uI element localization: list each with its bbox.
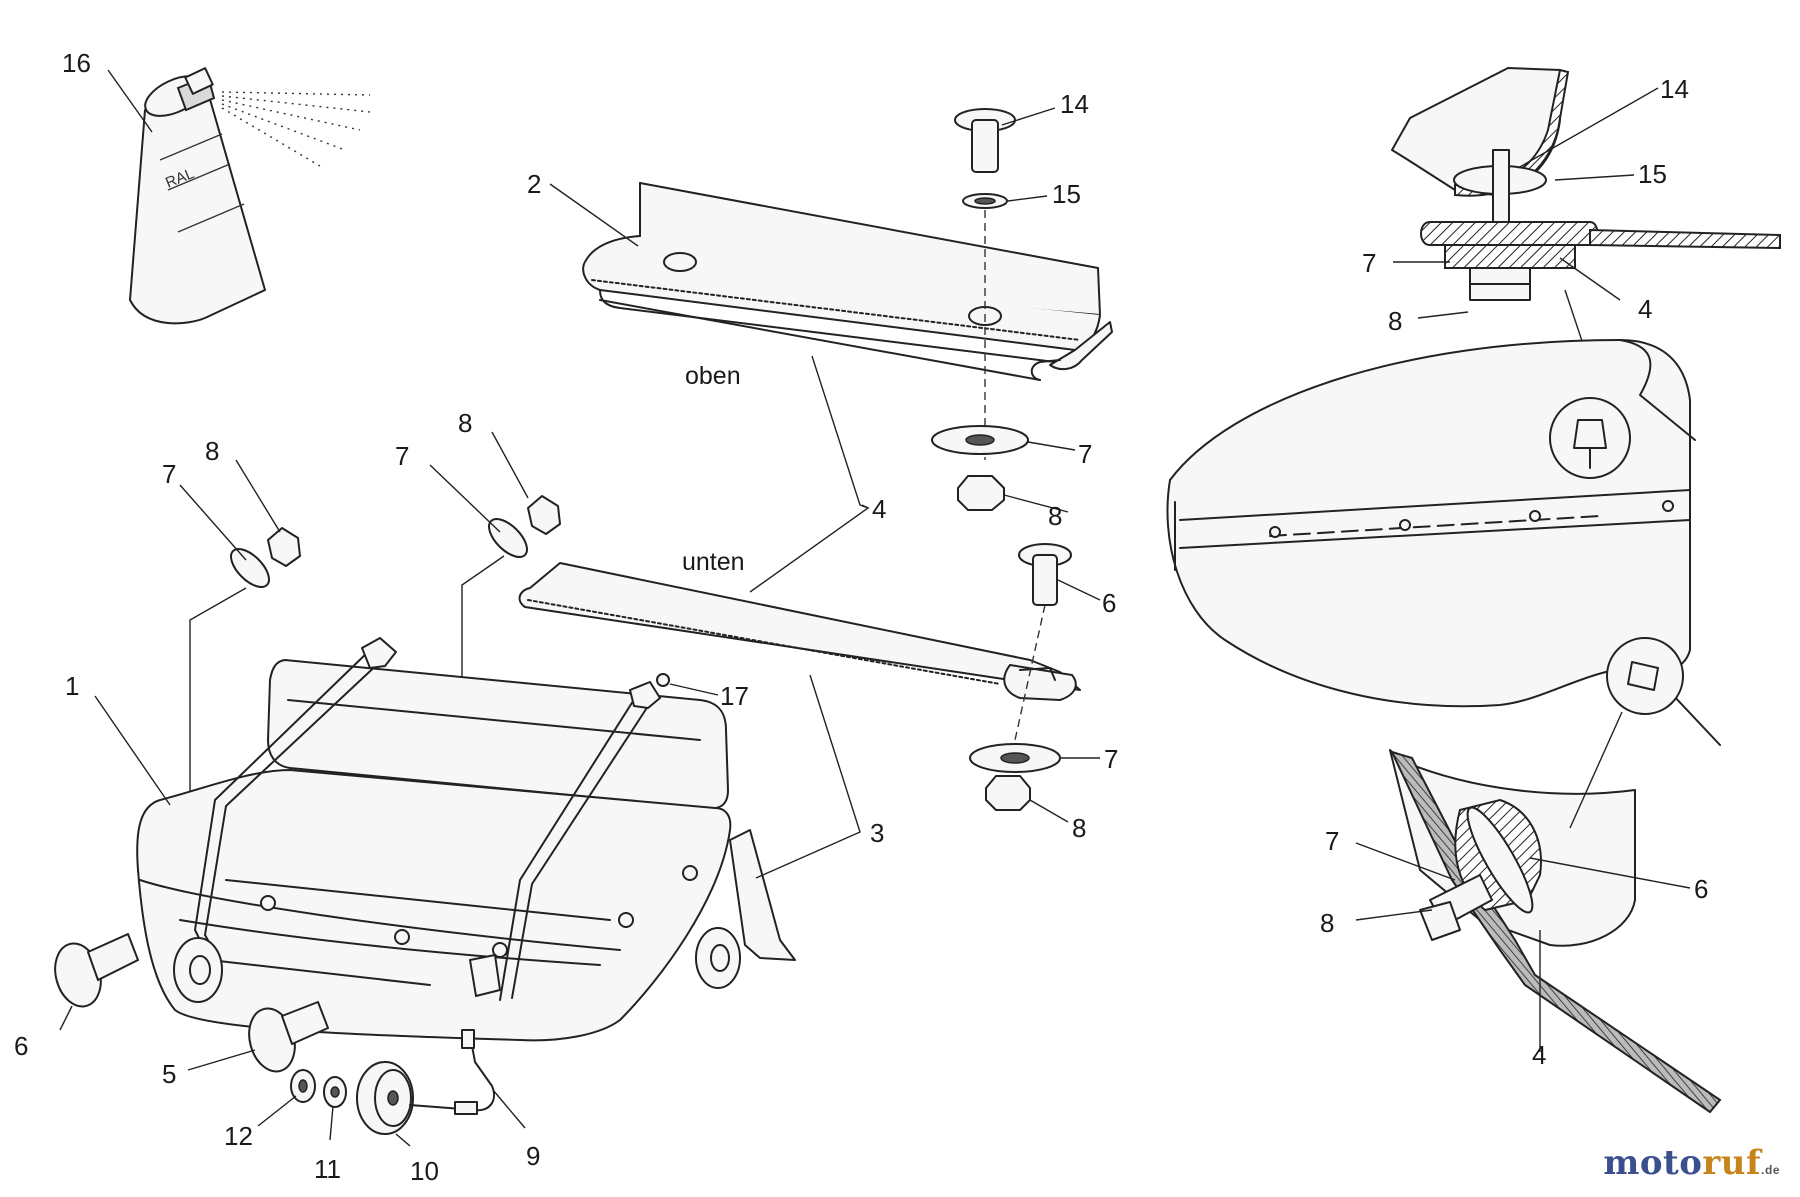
part-number-2: 2 bbox=[527, 169, 541, 199]
part-number-16: 16 bbox=[62, 48, 91, 78]
part-number-8: 8 bbox=[1048, 501, 1062, 531]
part-number-12: 12 bbox=[224, 1121, 253, 1151]
detail-part-number-15: 15 bbox=[1638, 159, 1667, 189]
watermark-part1: moto bbox=[1603, 1143, 1703, 1183]
detail-part-number-4: 4 bbox=[1638, 294, 1652, 324]
detail-part-number-14: 14 bbox=[1660, 74, 1689, 104]
detail-part-number-4: 4 bbox=[1532, 1040, 1546, 1070]
label-unten: unten bbox=[682, 548, 745, 576]
bottom-small-parts bbox=[54, 933, 495, 1135]
label-oben: oben bbox=[685, 362, 741, 390]
detail-part-number-8: 8 bbox=[1320, 908, 1334, 938]
watermark-part2: ruf bbox=[1702, 1143, 1762, 1183]
leader-lines-left bbox=[59, 69, 1101, 1147]
detail-bottom-section bbox=[1355, 711, 1722, 1114]
detail-top-section bbox=[1391, 67, 1781, 396]
part-number-8: 8 bbox=[205, 436, 219, 466]
part-number-6: 6 bbox=[14, 1031, 28, 1061]
part-number-4: 4 bbox=[872, 494, 886, 524]
detail-part-number-6: 6 bbox=[1694, 874, 1708, 904]
part-number-6: 6 bbox=[1102, 588, 1116, 618]
part-number-9: 9 bbox=[526, 1141, 540, 1171]
detail-part-number-7: 7 bbox=[1325, 826, 1339, 856]
part-number-1: 1 bbox=[65, 671, 79, 701]
part-number-15: 15 bbox=[1052, 179, 1081, 209]
part-number-7: 7 bbox=[162, 459, 176, 489]
watermark-logo: motoruf.de bbox=[1603, 1143, 1780, 1183]
grass-box-part bbox=[136, 637, 796, 1042]
part-number-7: 7 bbox=[395, 441, 409, 471]
top-rail-part bbox=[582, 182, 1113, 381]
part-number-8: 8 bbox=[458, 408, 472, 438]
part-number-10: 10 bbox=[410, 1156, 439, 1186]
bottom-rail-part bbox=[518, 562, 1081, 701]
part-number-7: 7 bbox=[1104, 744, 1118, 774]
part-number-5: 5 bbox=[162, 1059, 176, 1089]
part-number-7: 7 bbox=[1078, 439, 1092, 469]
part-number-3: 3 bbox=[870, 818, 884, 848]
part-number-11: 11 bbox=[314, 1154, 341, 1184]
spray-can-part: RAL bbox=[129, 67, 371, 325]
watermark-suffix: .de bbox=[1761, 1163, 1780, 1177]
part-number-17: 17 bbox=[720, 681, 749, 711]
fasteners-column bbox=[931, 108, 1072, 811]
detail-part-number-7: 7 bbox=[1362, 248, 1376, 278]
detail-part-number-8: 8 bbox=[1388, 306, 1402, 336]
detail-side-panel bbox=[1166, 339, 1721, 746]
part-number-8: 8 bbox=[1072, 813, 1086, 843]
part-number-14: 14 bbox=[1060, 89, 1089, 119]
